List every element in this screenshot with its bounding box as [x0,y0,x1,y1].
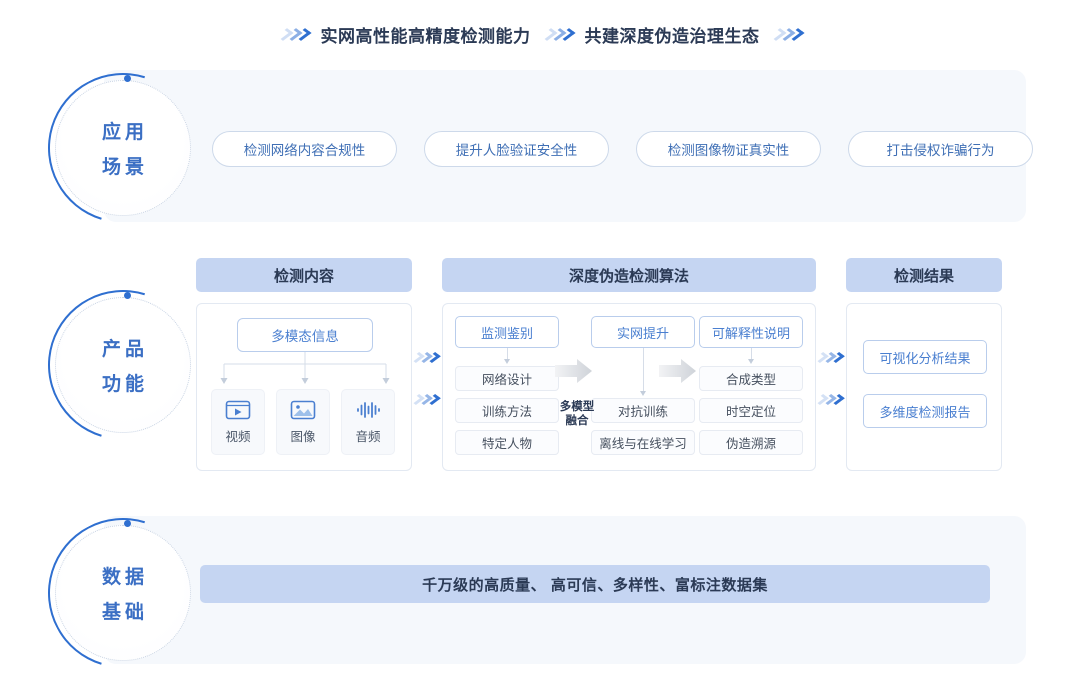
algorithm-column: 实网提升 对抗训练 离线与在线学习 [591,316,695,455]
chevron-triple-icon [540,28,575,41]
panel-detection-content: 多模态信息 视频 图像 [196,303,412,471]
badge-dot-icon [124,75,131,82]
video-icon [225,400,251,419]
algorithm-column-head[interactable]: 监测鉴别 [455,316,559,348]
badge-disc [55,297,191,433]
image-icon [290,400,316,419]
scenario-pill[interactable]: 提升人脸验证安全性 [424,131,609,167]
result-button[interactable]: 多维度检测报告 [863,394,987,428]
media-label-video: 视频 [225,429,251,444]
chevron-triple-icon [276,28,311,41]
badge-disc [55,80,191,216]
algorithm-item[interactable]: 伪造溯源 [699,430,803,455]
panel-result: 可视化分析结果 多维度检测报告 [846,303,1002,471]
media-tile-audio[interactable]: 音频 [341,389,395,455]
result-button[interactable]: 可视化分析结果 [863,340,987,374]
scenario-pill[interactable]: 打击侵权诈骗行为 [848,131,1033,167]
algorithm-item[interactable]: 网络设计 [455,366,559,391]
badge-scenario-label: 应用 场景 [48,73,198,223]
badge-line-2: 基础 [101,602,148,623]
chevron-connector-icon [410,352,441,363]
badge-line-1: 产品 [101,339,148,360]
column-header-content: 检测内容 [196,258,412,292]
media-type-row: 视频 图像 [211,389,395,455]
badge-data-label: 数据 基础 [48,518,198,668]
algorithm-column-head[interactable]: 可解释性说明 [699,316,803,348]
algorithm-item[interactable]: 时空定位 [699,398,803,423]
header-title-row: 实网高性能高精度检测能力 共建深度伪造治理生态 [0,22,1080,47]
fusion-label-line2: 融合 [565,415,589,427]
chevron-connector-icon [410,394,441,405]
algorithm-item[interactable]: 离线与在线学习 [591,430,695,455]
algorithm-column: 监测鉴别 网络设计 训练方法 特定人物 [455,316,559,455]
header-title-left: 实网高性能高精度检测能力 [320,27,531,46]
badge-line-2: 功能 [101,374,148,395]
flow-arrow-icon [555,359,592,383]
fusion-label: 多模型 融合 [559,400,595,428]
branch-connector [220,352,390,384]
media-tile-video[interactable]: 视频 [211,389,265,455]
algorithm-column: 可解释性说明 合成类型 时空定位 伪造溯源 [699,316,803,455]
panel-algorithm: 监测鉴别 网络设计 训练方法 特定人物 实网提升 对抗训练 离线与在线学习 可解… [442,303,816,471]
algorithm-item[interactable]: 对抗训练 [591,398,695,423]
algorithm-item[interactable]: 特定人物 [455,430,559,455]
header-title-right: 共建深度伪造治理生态 [584,27,760,46]
chevron-connector-icon [814,352,845,363]
badge-product-label: 产品 功能 [48,290,198,440]
column-header-result: 检测结果 [846,258,1002,292]
badge-line-1: 应用 [101,122,148,143]
badge-line-1: 数据 [101,567,148,588]
multimodal-box[interactable]: 多模态信息 [237,318,373,352]
flow-arrow-icon [659,359,696,383]
algorithm-column-head[interactable]: 实网提升 [591,316,695,348]
chevron-connector-icon [814,394,845,405]
algorithm-item[interactable]: 合成类型 [699,366,803,391]
media-label-image: 图像 [290,429,316,444]
fusion-label-line1: 多模型 [559,401,595,413]
media-label-audio: 音频 [355,429,381,444]
algorithm-item[interactable]: 训练方法 [455,398,559,423]
scenario-pill-row: 检测网络内容合规性 提升人脸验证安全性 检测图像物证真实性 打击侵权诈骗行为 [212,131,1033,167]
data-foundation-bar: 千万级的高质量、 高可信、多样性、富标注数据集 [200,565,990,603]
media-tile-image[interactable]: 图像 [276,389,330,455]
chevron-triple-icon [769,28,804,41]
badge-line-2: 场景 [101,157,148,178]
audio-icon [357,401,380,418]
scenario-pill[interactable]: 检测网络内容合规性 [212,131,397,167]
badge-product: 产品 功能 [21,263,225,467]
scenario-pill[interactable]: 检测图像物证真实性 [636,131,821,167]
badge-scenario: 应用 场景 [21,46,225,250]
badge-data: 数据 基础 [21,491,225,695]
column-header-algorithm: 深度伪造检测算法 [442,258,816,292]
badge-dot-icon [124,520,131,527]
badge-dot-icon [124,292,131,299]
badge-disc [55,525,191,661]
